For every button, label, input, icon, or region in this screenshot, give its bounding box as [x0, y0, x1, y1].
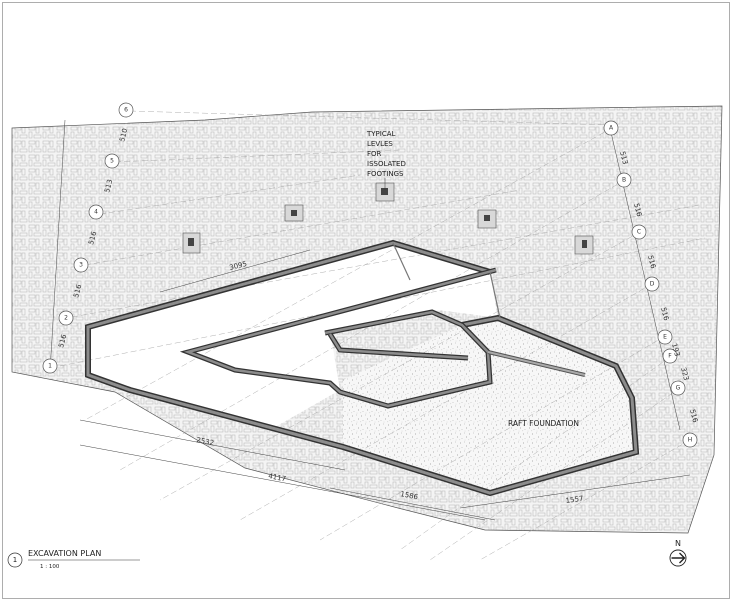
- footing: [284, 204, 304, 222]
- dim-left-3: 516: [87, 230, 98, 246]
- dim-4117: 4117: [268, 472, 287, 483]
- grid-label-5: 5: [110, 158, 114, 165]
- grid-label-2: 2: [64, 315, 68, 322]
- north-arrow: N: [669, 539, 687, 567]
- grid-label-E: E: [663, 334, 667, 341]
- note-line-3: FOR: [367, 150, 382, 158]
- grid-bubble-5: [104, 153, 120, 169]
- grid-bubble-1: [42, 358, 58, 374]
- dim-right-4: 516: [659, 306, 670, 322]
- note-line-1: TYPICAL: [366, 130, 396, 138]
- middle-wall-inner: [183, 268, 497, 408]
- dim-right-3: 516: [646, 254, 657, 270]
- drawing-title: EXCAVATION PLAN: [28, 549, 101, 558]
- grid-bubble-B: [616, 172, 632, 188]
- isolated-footings: [182, 182, 594, 255]
- dim-right-7: 516: [688, 408, 699, 424]
- grid-bubbles-letters: [603, 120, 698, 448]
- grid-label-B: B: [622, 177, 626, 184]
- grid-bubble-G: [670, 380, 686, 396]
- grid-bubble-A: [603, 120, 619, 136]
- grid-label-4: 4: [94, 209, 98, 216]
- ramp-side: [392, 242, 411, 281]
- grid-bubble-F: [662, 348, 678, 364]
- dim-left-4: 513: [103, 179, 114, 194]
- north-label: N: [675, 539, 681, 548]
- grid-bubble-C: [631, 224, 647, 240]
- pit-walls: [85, 239, 640, 497]
- dim-right-2: 516: [632, 202, 643, 218]
- grid-bubble-6: [118, 102, 134, 118]
- grid-label-3: 3: [79, 262, 83, 269]
- grid-label-6: 6: [124, 107, 128, 114]
- dim-right-1: 513: [618, 150, 629, 165]
- footing: [477, 209, 497, 229]
- dim-right-5: 193: [670, 342, 681, 357]
- footing: [182, 232, 201, 254]
- footing: [574, 235, 594, 255]
- grid-bubble-E: [657, 329, 673, 345]
- dim-left-1: 516: [57, 333, 68, 349]
- excavation-floor: [88, 243, 498, 430]
- note-line-2: LEVLES: [367, 140, 393, 148]
- grid-label-A: A: [609, 125, 614, 132]
- grid-label-H: H: [688, 437, 693, 444]
- grid-bubble-4: [88, 204, 104, 220]
- view-number: 1: [13, 556, 17, 564]
- grid-bubble-2: [58, 310, 74, 326]
- raft-foundation-label: RAFT FOUNDATION: [508, 419, 579, 428]
- grid-label-D: D: [650, 281, 655, 288]
- dim-1586: 1586: [400, 490, 420, 501]
- grid-label-C: C: [637, 229, 641, 236]
- typical-levels-note: TYPICAL LEVLES FOR ISSOLATED FOOTINGS: [366, 130, 406, 178]
- outer-pit-wall-inner: [86, 241, 638, 495]
- inner-wall-core: [328, 333, 469, 360]
- dim-left-2: 516: [72, 283, 83, 299]
- note-line-5: FOOTINGS: [367, 170, 404, 178]
- grid-label-1: 1: [48, 363, 52, 370]
- grid-bubble-D: [644, 276, 660, 292]
- grid-bubble-H: [682, 432, 698, 448]
- title-block: 1 EXCAVATION PLAN 1 : 100: [7, 549, 140, 570]
- grid-label-F: F: [668, 353, 672, 360]
- dim-2532: 2532: [196, 436, 215, 447]
- raft-foundation-area: [343, 318, 636, 493]
- view-number-bubble: [7, 552, 23, 568]
- dim-right-6: 323: [679, 366, 690, 381]
- dim-left-5: 510: [118, 128, 129, 143]
- grid-bubble-3: [73, 257, 89, 273]
- grid-bubbles-numbers: [42, 102, 134, 374]
- drawing-scale: 1 : 100: [40, 564, 60, 570]
- grid-label-G: G: [676, 385, 681, 392]
- note-line-4: ISSOLATED: [367, 160, 406, 168]
- dim-1557: 1557: [565, 495, 584, 505]
